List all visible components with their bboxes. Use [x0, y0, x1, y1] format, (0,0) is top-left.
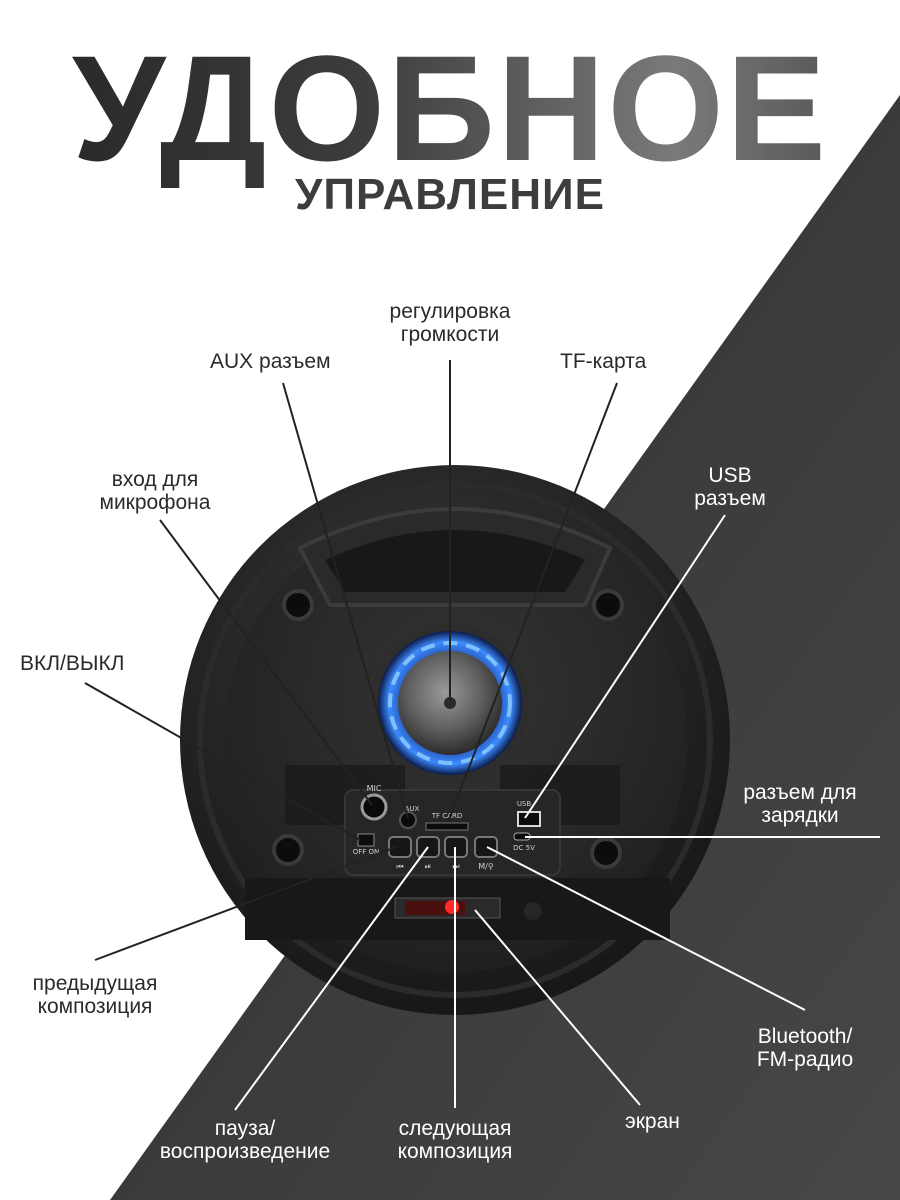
label-bt: Bluetooth/ FM-радио [756, 1025, 854, 1071]
aux-jack[interactable] [399, 811, 417, 829]
callout-prev-line [94, 846, 397, 961]
callout-bt-line [486, 846, 806, 1011]
label-tf: TF-карта [560, 350, 647, 373]
label-mic: вход для микрофона [99, 468, 211, 514]
callout-usb-line [524, 514, 726, 819]
play-pause-icon: ⏯ [425, 862, 431, 871]
usb-port-label: USB [517, 800, 532, 808]
callout-pause-line [234, 846, 429, 1111]
callout-screen-line [474, 909, 641, 1106]
usb-port[interactable] [517, 811, 541, 827]
aux-port-label: AUX [405, 805, 420, 813]
label-screen: экран [625, 1110, 680, 1133]
dc-port-label: DC 5V [513, 844, 535, 852]
label-charge: разъем для зарядки [743, 781, 857, 827]
prev-button[interactable] [388, 836, 412, 858]
display-led [445, 900, 459, 914]
page-title: УДОБНОЕ [0, 28, 900, 188]
mode-button-label: M/⚲ [478, 862, 493, 871]
offon-label: OFF ON [353, 848, 380, 856]
screw-holes [272, 589, 624, 869]
label-prev: предыдущая композиция [32, 972, 158, 1018]
tf-card-slot[interactable] [425, 822, 469, 831]
label-power: ВКЛ/ВЫКЛ [20, 652, 125, 675]
mic-port-label: MIC [367, 784, 382, 793]
label-next: следующая композиция [397, 1117, 513, 1163]
page-subtitle: УПРАВЛЕНИЕ [295, 170, 605, 219]
prev-track-icon: ⏮ [396, 862, 403, 871]
mic-jack[interactable] [360, 793, 388, 821]
label-volume: регулировка громкости [389, 300, 511, 346]
callout-lines [84, 360, 880, 1111]
mode-button[interactable] [474, 836, 498, 858]
callout-mic-line [159, 519, 373, 806]
handle-inner [325, 530, 585, 592]
callout-power-line [84, 682, 361, 841]
callout-tf-line [447, 382, 618, 823]
power-switch[interactable] [357, 833, 375, 847]
label-aux: AUX разъем [210, 350, 331, 373]
volume-knob[interactable] [370, 623, 530, 783]
label-usb: USB разъем [694, 464, 766, 510]
ir-sensor [524, 902, 542, 920]
tf-port-label: TF CARD [431, 812, 462, 820]
callout-aux-line [282, 382, 409, 819]
label-pause: пауза/ воспроизведение [159, 1117, 331, 1163]
